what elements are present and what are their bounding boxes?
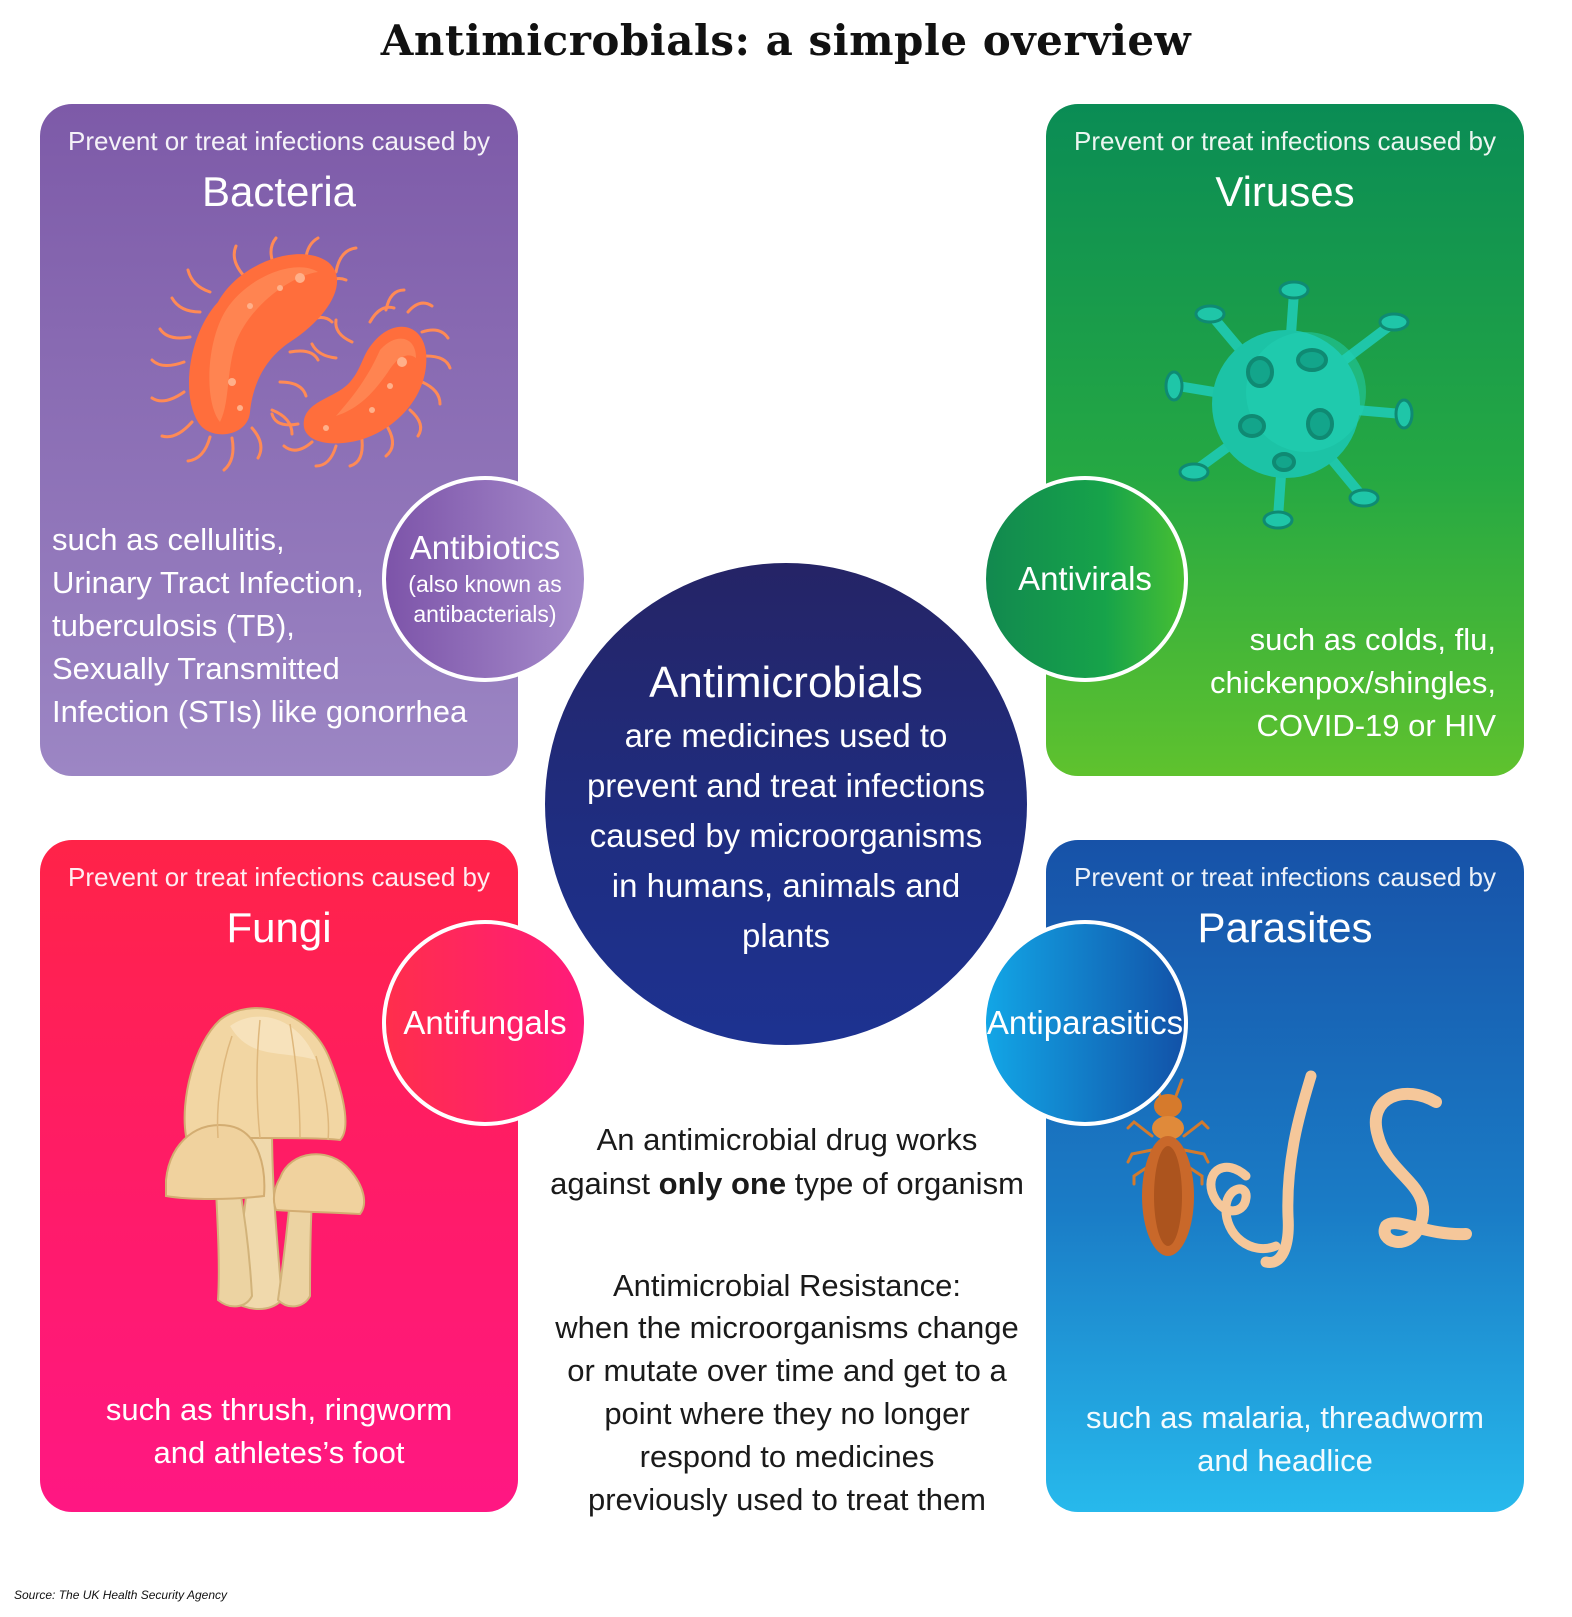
viruses-example-line: COVID-19 or HIV [1256,708,1496,743]
viruses-card: Prevent or treat infections caused by Vi… [1046,104,1524,776]
antiparasitics-circle: Antiparasitics [982,920,1188,1126]
antibiotics-circle: Antibiotics (also known as antibacterial… [382,476,588,682]
center-line: caused by microorganisms [589,817,983,854]
antibiotics-sub-line: antibacterials) [413,601,557,627]
bacteria-icon [150,236,452,472]
fungi-example-line: and athletes’s foot [153,1435,405,1470]
bacteria-prevent-label: Prevent or treat infections caused by [67,126,490,156]
virus-icon [1164,280,1414,530]
bacteria-heading: Bacteria [201,168,357,215]
one-type-note: An antimicrobial drug works against only… [520,1118,1054,1206]
antiparasitics-label: Antiparasitics [986,1004,1184,1041]
resistance-description: when the microorganisms change or mutate… [520,1306,1054,1521]
parasites-heading: Parasites [1197,904,1373,951]
antifungals-circle: Antifungals [382,920,588,1126]
resistance-title: Antimicrobial Resistance: [612,1268,962,1303]
bacteria-example-line: Infection (STIs) like gonorrhea [52,694,468,729]
viruses-example-line: chickenpox/shingles, [1209,665,1496,700]
one-type-after: type of organism [786,1166,1024,1201]
viruses-prevent-label: Prevent or treat infections caused by [1073,126,1496,156]
parasites-example-line: such as malaria, threadworm [1086,1400,1484,1435]
antibiotics-label: Antibiotics [409,529,561,566]
antibiotics-sub-line: (also known as [408,571,562,597]
parasites-examples: such as malaria, threadworm and headlice [1046,1396,1524,1482]
one-type-line-2: against only one type of organism [520,1162,1054,1206]
one-type-line-1: An antimicrobial drug works [596,1122,978,1157]
viruses-examples: such as colds, flu, chickenpox/shingles,… [1056,618,1496,747]
center-line: prevent and treat infections [586,767,986,804]
center-line: plants [741,917,831,954]
fungi-example-line: such as thrush, ringworm [105,1392,453,1427]
bacteria-example-line: Urinary Tract Infection, [52,565,364,600]
parasite-icon [1126,1070,1472,1268]
viruses-heading: Viruses [1215,168,1355,215]
resistance-line: respond to medicines [639,1439,935,1474]
resistance-line: when the microorganisms change [555,1310,1019,1345]
one-type-emphasis: only one [658,1166,787,1201]
bacteria-examples: such as cellulitis, Urinary Tract Infect… [52,518,522,733]
bacteria-example-line: such as cellulitis, [52,522,285,557]
bacteria-card: Prevent or treat infections caused by Ba… [40,104,518,776]
page-title: Antimicrobials: a simple overview [380,16,1192,65]
antivirals-label: Antivirals [1018,560,1152,597]
antifungals-label: Antifungals [403,1004,567,1041]
antibiotics-sub-label: (also known as antibacterials) [408,569,561,629]
resistance-line: point where they no longer [604,1396,970,1431]
bacteria-example-line: Sexually Transmitted [52,651,340,686]
center-line: in humans, animals and [611,867,961,904]
fungi-heading: Fungi [226,904,332,951]
fungi-examples: such as thrush, ringworm and athletes’s … [40,1388,518,1474]
fungi-card: Prevent or treat infections caused by Fu… [40,840,518,1512]
source-note: Source: The UK Health Security Agency [14,1588,227,1602]
bacteria-example-line: tuberculosis (TB), [52,608,295,643]
antivirals-circle: Antivirals [982,476,1188,682]
resistance-line: previously used to treat them [587,1482,987,1517]
center-description: are medicines used to prevent and treat … [575,711,997,961]
antimicrobials-center-circle: Antimicrobials are medicines used to pre… [545,563,1027,1045]
center-title: Antimicrobials [649,658,923,707]
resistance-line: or mutate over time and get to a [567,1353,1007,1388]
mushroom-icon [165,1007,366,1310]
viruses-example-line: such as colds, flu, [1249,622,1496,657]
parasites-prevent-label: Prevent or treat infections caused by [1073,862,1496,892]
one-type-against: against [550,1166,659,1201]
center-line: are medicines used to [624,717,948,754]
fungi-prevent-label: Prevent or treat infections caused by [67,862,490,892]
parasites-example-line: and headlice [1197,1443,1373,1478]
